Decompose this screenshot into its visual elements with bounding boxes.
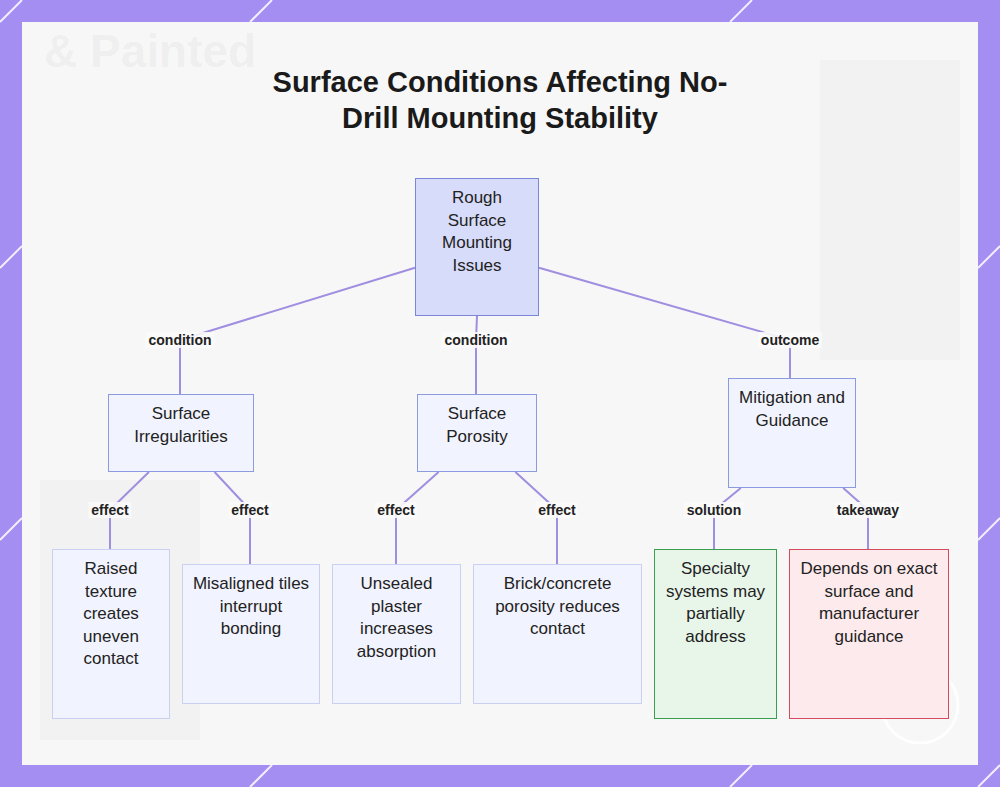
node-text-group: Raised texture creates uneven contact xyxy=(59,558,163,671)
connector-line xyxy=(539,268,790,378)
panel xyxy=(22,22,978,765)
edge-label: effect xyxy=(535,502,578,518)
node-text-group: Brick/concrete porosity reduces contact xyxy=(480,573,635,641)
node-text-group: Depends on exact surface and manufacture… xyxy=(796,558,942,648)
node-text-group: Surface Irregularities xyxy=(115,403,247,448)
edge-label: effect xyxy=(88,502,131,518)
connector-line xyxy=(215,472,250,564)
connector xyxy=(476,316,477,394)
connector xyxy=(843,488,868,549)
edge-label: effect xyxy=(228,502,271,518)
topic-box: Depends on exact surface and manufacture… xyxy=(789,549,949,719)
connector xyxy=(714,488,741,549)
topic-box: Raised texture creates uneven contact xyxy=(52,549,170,719)
node-text: Raised texture creates uneven contact xyxy=(59,558,163,671)
connector-line xyxy=(714,488,741,549)
watermark-text: & Painted xyxy=(44,24,256,78)
edge-label: effect xyxy=(374,502,417,518)
node-text: Brick/concrete porosity reduces contact xyxy=(480,573,635,641)
root-box: Rough Surface Mounting Issues xyxy=(415,178,539,316)
topic-box: Brick/concrete porosity reduces contact xyxy=(473,564,642,704)
node-text-group: Surface Porosity xyxy=(424,403,530,448)
connector-line xyxy=(843,488,868,549)
node-text: Depends on exact surface and manufacture… xyxy=(796,558,942,648)
node-text-group: Mitigation and Guidance xyxy=(735,387,849,432)
connector-line xyxy=(476,316,477,394)
topic-box: Surface Porosity xyxy=(417,394,537,472)
node-text: Specialty systems may partially address xyxy=(661,558,770,648)
connector xyxy=(396,472,439,564)
topic-box: Surface Irregularities xyxy=(108,394,254,472)
edge-label: solution xyxy=(684,502,744,518)
node-text: Rough Surface Mounting Issues xyxy=(422,187,532,277)
node-text-group: Specialty systems may partially address xyxy=(661,558,770,648)
topic-box: Misaligned tiles interrupt bonding xyxy=(182,564,320,704)
node-text: Surface Porosity xyxy=(424,403,530,448)
topic-box: Specialty systems may partially address xyxy=(654,549,777,719)
node-text: Mitigation and Guidance xyxy=(735,387,849,432)
topic-box: Unsealed plaster increases absorption xyxy=(332,564,461,704)
connector-line xyxy=(515,472,557,564)
diagram-title: Surface Conditions Affecting No-Drill Mo… xyxy=(260,64,740,136)
node-text-group: Misaligned tiles interrupt bonding xyxy=(189,573,313,641)
node-text: Surface Irregularities xyxy=(115,403,247,448)
edge-label: takeaway xyxy=(834,502,902,518)
node-text-group: Rough Surface Mounting Issues xyxy=(422,187,532,277)
connector xyxy=(215,472,250,564)
node-text: Unsealed plaster increases absorption xyxy=(339,573,454,663)
connector xyxy=(515,472,557,564)
edge-label: condition xyxy=(146,332,215,348)
blur-shape xyxy=(820,60,960,360)
blur-shape xyxy=(40,480,200,740)
edge-label: outcome xyxy=(758,332,822,348)
connector-line xyxy=(180,268,415,394)
connector-line xyxy=(396,472,439,564)
node-text-group: Unsealed plaster increases absorption xyxy=(339,573,454,663)
edge-label: condition xyxy=(442,332,511,348)
connector xyxy=(539,268,790,378)
connector xyxy=(180,268,415,394)
node-text: Misaligned tiles interrupt bonding xyxy=(189,573,313,641)
topic-box: Mitigation and Guidance xyxy=(728,378,856,488)
